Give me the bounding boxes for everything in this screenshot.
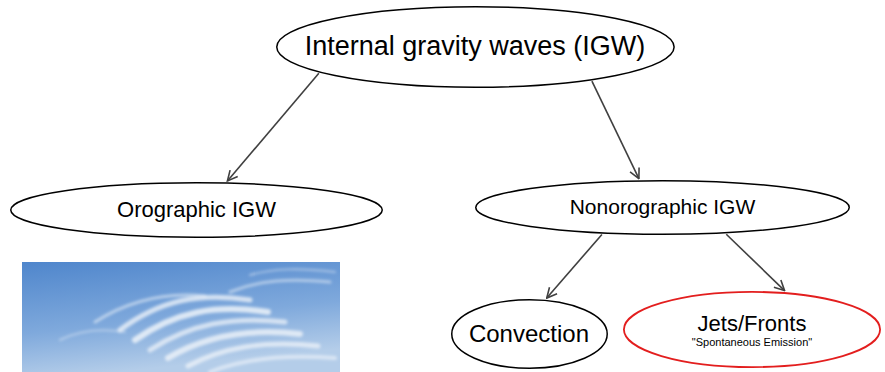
node-label: Orographic IGW [117,197,276,222]
node-label: Jets/Fronts [698,311,807,336]
concept-ellipse: Internal gravity waves (IGW) [276,6,675,88]
node-label: Internal gravity waves (IGW) [305,31,646,62]
highlighted-ellipse: Jets/Fronts"Spontaneous Emission" [623,291,881,368]
node-subtitle: "Spontaneous Emission" [692,336,812,349]
ellipse-border [11,183,383,238]
concept-ellipse: Orographic IGW [10,182,383,238]
concept-ellipse: Nonorographic IGW [475,180,850,235]
ellipse-border [476,181,850,235]
arrow-connector [227,73,318,181]
text-holder: Jets/Fronts"Spontaneous Emission" [623,291,881,368]
text-holder: Nonorographic IGW [475,180,850,235]
wave-clouds [60,269,335,372]
text-holder: Convection [451,299,608,369]
text-holder: Orographic IGW [10,182,383,238]
arrow-connector [726,234,784,290]
node-label: Convection [469,320,589,348]
concept-ellipse: Convection [451,299,608,369]
node-label: Nonorographic IGW [570,195,756,219]
arrow-connector [547,234,602,298]
ellipse-border [624,292,880,367]
arrow-connector [592,81,639,179]
text-holder: Internal gravity waves (IGW) [276,6,675,88]
ellipse-border [451,300,606,369]
ellipse-border [276,7,673,88]
sky-ground [22,262,340,372]
